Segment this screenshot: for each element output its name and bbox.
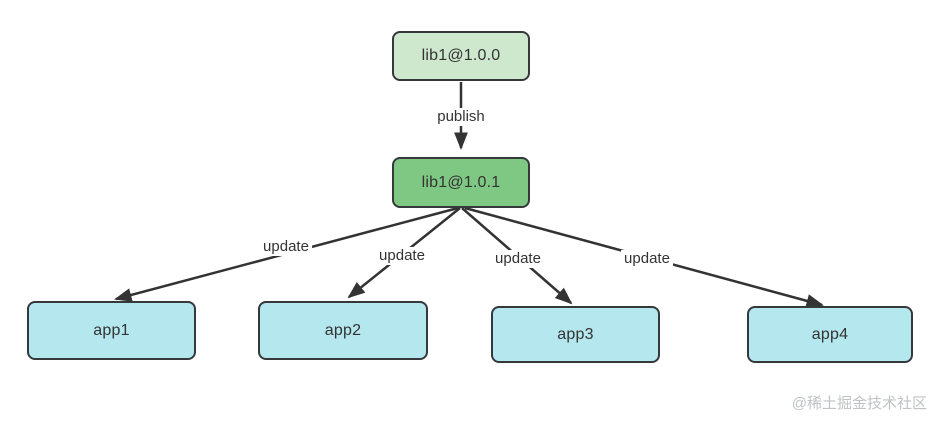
node-app2-label: app2 <box>324 321 362 339</box>
node-app1: app1 <box>27 301 196 360</box>
node-app3-label: app3 <box>557 325 594 343</box>
node-lib1-v1-0-0: lib1@1.0.0 <box>392 31 530 81</box>
update-edge-label-app4: update <box>621 250 673 268</box>
publish-edge-label: publish <box>434 108 488 126</box>
node-lib1-v1-0-1: lib1@1.0.1 <box>392 157 530 208</box>
node-app4: app4 <box>747 306 913 363</box>
node-app4-label: app4 <box>811 325 849 343</box>
node-lib1-v1-0-0-label: lib1@1.0.0 <box>421 47 501 64</box>
node-app3: app3 <box>491 306 660 363</box>
node-lib1-v1-0-1-label: lib1@1.0.1 <box>421 173 501 191</box>
update-edge-label-app1: update <box>260 238 312 256</box>
watermark: @稀土掘金技术社区 <box>791 395 927 412</box>
node-app1-label: app1 <box>93 321 130 339</box>
node-app2: app2 <box>258 301 428 360</box>
update-edge-label-app3: update <box>492 250 544 268</box>
update-edge-label-app2: update <box>376 247 428 265</box>
